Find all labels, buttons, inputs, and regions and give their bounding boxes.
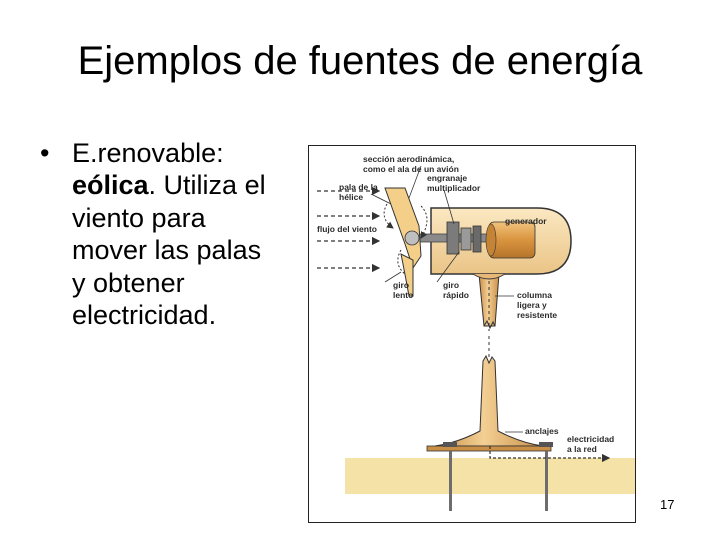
label-giro-lento-1: giro (393, 280, 409, 290)
anchor-bolt-right (545, 451, 548, 511)
label-engranaje-1: engranaje (427, 173, 467, 183)
label-giro-rapido-2: rápido (443, 290, 469, 300)
label-flujo: flujo del viento (317, 224, 377, 234)
electricity-cable (489, 446, 611, 463)
page-number: 17 (660, 497, 675, 512)
label-pala-2: hélice (339, 192, 363, 202)
label-giro-lento-2: lento (393, 290, 413, 300)
label-columna-2: ligera y (517, 300, 547, 310)
bullet-bold-term: eólica (72, 170, 149, 201)
label-electricidad-1: electricidad (567, 434, 614, 444)
label-columna-1: columna (517, 290, 552, 300)
label-seccion-1: sección aerodinámica, (363, 154, 454, 164)
label-generador: generador (505, 216, 547, 226)
label-electricidad-2: a la red (567, 444, 597, 454)
gearbox (446, 221, 460, 255)
bullet-prefix: E.renovable: (72, 138, 224, 168)
label-columna-3: resistente (517, 310, 557, 320)
slide-title: Ejemplos de fuentes de energía (77, 39, 643, 83)
wind-turbine-illustration: sección aerodinámica, como el ala de un … (317, 154, 635, 511)
blade (384, 187, 422, 270)
wind-turbine-diagram: sección aerodinámica, como el ala de un … (308, 145, 636, 523)
label-pala-1: pala de la (339, 182, 378, 192)
ground (345, 458, 635, 494)
bullet-rest: . Utiliza el viento para mover las palas… (72, 170, 266, 330)
bullet-marker: • (40, 138, 50, 168)
label-anclajes: anclajes (525, 426, 559, 436)
anchor-bolt-left (449, 451, 452, 511)
label-engranaje-2: multiplicador (427, 183, 481, 193)
hub (404, 230, 420, 246)
foundation-plate (426, 445, 552, 452)
bullet-text: E.renovable: eólica. Utiliza el viento p… (72, 137, 282, 331)
label-seccion-2: como el ala de un avión (363, 164, 459, 174)
label-giro-rapido-1: giro (443, 280, 459, 290)
